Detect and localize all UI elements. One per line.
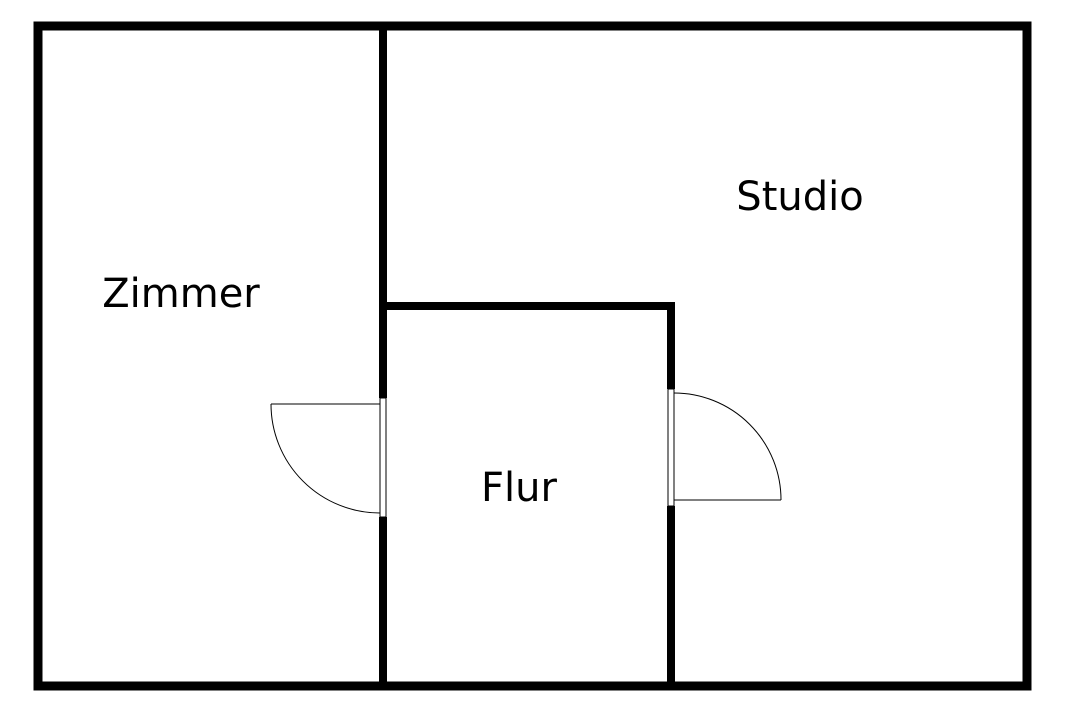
outer-wall	[33, 21, 1032, 691]
door-swing-arc	[673, 392, 782, 501]
door-frame	[379, 397, 387, 518]
room-label-flur: Flur	[481, 465, 557, 511]
room-label-zimmer: Zimmer	[102, 271, 260, 317]
door-frame	[667, 388, 675, 507]
door-zimmer-flur[interactable]	[270, 397, 387, 518]
room-label-studio: Studio	[736, 174, 863, 220]
door-flur-studio[interactable]	[667, 388, 782, 507]
door-swing-arc	[270, 403, 381, 514]
